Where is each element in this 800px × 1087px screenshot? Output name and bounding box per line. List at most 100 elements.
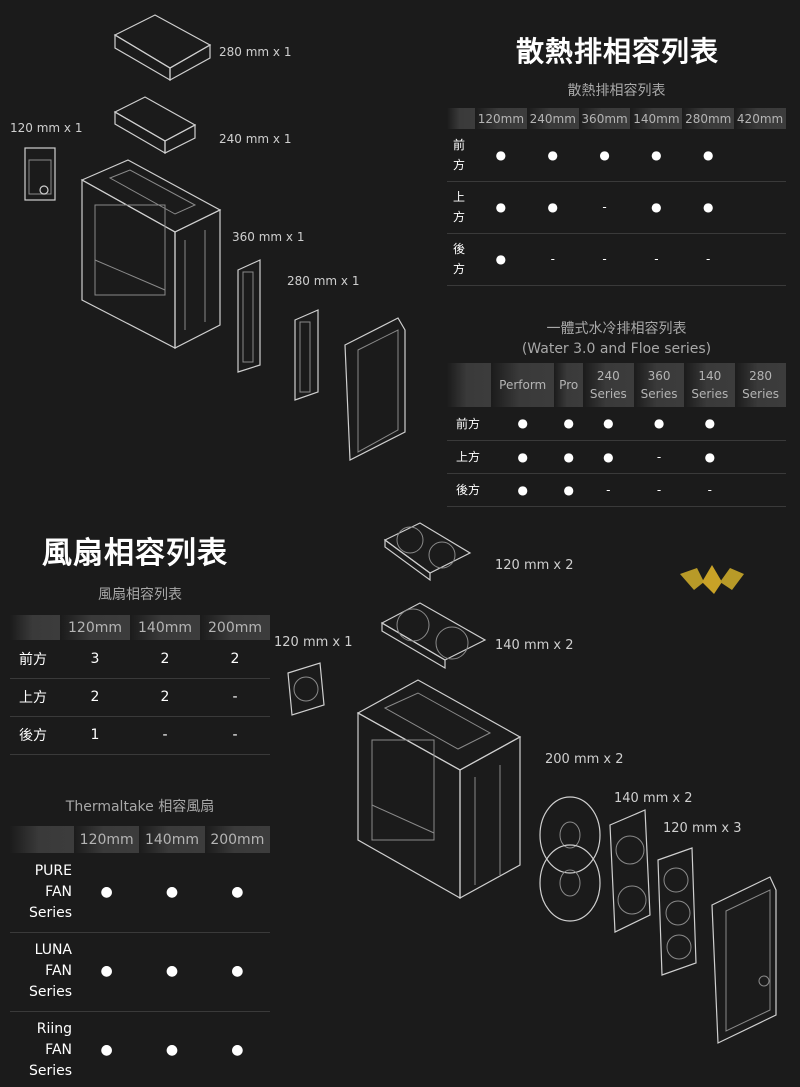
table-row: 前方 3 2 2 — [10, 640, 270, 679]
table-cell: ● — [630, 129, 683, 182]
table-row: 上方 ● ● ● - ● — [447, 440, 786, 474]
table-header-row: 120mm 240mm 360mm 140mm 280mm 420mm — [447, 108, 786, 129]
col-header: Perform — [491, 363, 555, 407]
header-corner — [447, 363, 491, 407]
table-cell: - — [633, 440, 685, 474]
label-rad-120: 120 mm x 1 — [10, 121, 83, 135]
row-label: 上方 — [10, 678, 60, 717]
label-fan-140x2: 140 mm x 2 — [495, 638, 574, 653]
fan-120x3-illustration — [657, 847, 697, 976]
table-cell: ● — [491, 407, 555, 441]
radiator-360-illustration — [237, 259, 261, 373]
table-cell: ● — [633, 407, 685, 441]
radiator-240-illustration — [113, 96, 197, 155]
table-cell — [735, 440, 786, 474]
radiator-280-illustration — [113, 14, 212, 82]
table-cell: - — [582, 473, 634, 507]
table-cell: ● — [682, 129, 735, 182]
radiator-table: 120mm 240mm 360mm 140mm 280mm 420mm 前方 ●… — [447, 108, 786, 286]
header-corner — [447, 108, 475, 129]
row-label: 前方 — [10, 640, 60, 679]
table-cell: ● — [491, 440, 555, 474]
aio-title-line1: 一體式水冷排相容列表 — [546, 321, 687, 337]
label-rad-240: 240 mm x 1 — [219, 132, 292, 146]
table-cell: ● — [554, 440, 583, 474]
thermaltake-subtitle: Thermaltake 相容風扇 — [65, 799, 215, 815]
table-cell: 3 — [60, 640, 130, 679]
col-header: 120mm — [475, 108, 527, 129]
table-cell: ● — [554, 473, 583, 507]
table-cell — [735, 407, 786, 441]
table-cell: ● — [74, 853, 140, 933]
table-cell: ● — [682, 181, 735, 234]
aio-title-line2: (Water 3.0 and Floe series) — [521, 341, 712, 357]
inpad-logo-icon — [680, 565, 744, 594]
label-rad-360: 360 mm x 1 — [232, 230, 305, 244]
col-header: 240mm — [526, 108, 579, 129]
table-cell: ● — [684, 440, 736, 474]
table-cell: - — [578, 181, 631, 234]
fan-120x2-illustration — [383, 522, 472, 582]
label-rad-280b: 280 mm x 1 — [287, 274, 360, 288]
col-header: 200mm — [204, 826, 270, 853]
table-row: 後方 1 - - — [10, 716, 270, 755]
col-header: 140mm — [139, 826, 205, 853]
col-header: 200mm — [200, 615, 270, 640]
table-cell: ● — [630, 181, 683, 234]
row-label: 後方 — [447, 233, 475, 286]
header-corner — [10, 826, 74, 853]
table-cell: - — [630, 233, 683, 286]
table-cell: - — [633, 473, 685, 507]
table-cell: ● — [74, 932, 140, 1012]
fan-120x1-illustration — [287, 662, 325, 716]
table-cell: ● — [578, 129, 631, 182]
fan-diagram — [287, 522, 777, 1044]
table-row: 上方 ● ● - ● ● — [447, 181, 786, 234]
fan-140x2-illustration — [380, 602, 487, 670]
table-cell: ● — [582, 407, 634, 441]
header-corner — [10, 615, 60, 640]
table-cell: ● — [204, 1011, 270, 1087]
table-cell: - — [526, 233, 579, 286]
table-cell: ● — [139, 932, 205, 1012]
front-panel-illustration-2 — [711, 876, 777, 1044]
col-header: 140mm — [130, 615, 200, 640]
table-cell: 2 — [130, 640, 200, 679]
table-cell: - — [200, 716, 270, 755]
table-cell: ● — [475, 129, 527, 182]
pc-case-illustration — [80, 159, 222, 349]
radiator-title: 散熱排相容列表 — [516, 35, 720, 68]
table-cell: ● — [204, 932, 270, 1012]
label-fan-120x2: 120 mm x 2 — [495, 558, 574, 573]
table-cell: ● — [139, 1011, 205, 1087]
table-cell: - — [684, 473, 736, 507]
row-label: 後方 — [447, 473, 491, 507]
table-cell: 2 — [200, 640, 270, 679]
table-cell: ● — [554, 407, 583, 441]
label-rad-280: 280 mm x 1 — [219, 45, 292, 59]
aio-title: 一體式水冷排相容列表 (Water 3.0 and Floe series) — [447, 319, 786, 359]
col-header: 360mm — [578, 108, 631, 129]
radiator-diagram — [24, 14, 406, 461]
col-header: 420mm — [734, 108, 786, 129]
col-header: 120mm — [74, 826, 140, 853]
table-cell: - — [130, 716, 200, 755]
row-label: 上方 — [447, 181, 475, 234]
table-cell: ● — [526, 181, 579, 234]
row-label: 前方 — [447, 129, 475, 182]
table-row: 後方 ● - - - - — [447, 233, 786, 286]
fan-table: 120mm 140mm 200mm 前方 3 2 2 上方 2 2 - 後方 1… — [10, 615, 270, 755]
table-cell: - — [578, 233, 631, 286]
table-cell: 2 — [60, 678, 130, 717]
fan-200x2-illustration — [539, 796, 601, 922]
fan-subtitle: 風扇相容列表 — [98, 587, 182, 603]
